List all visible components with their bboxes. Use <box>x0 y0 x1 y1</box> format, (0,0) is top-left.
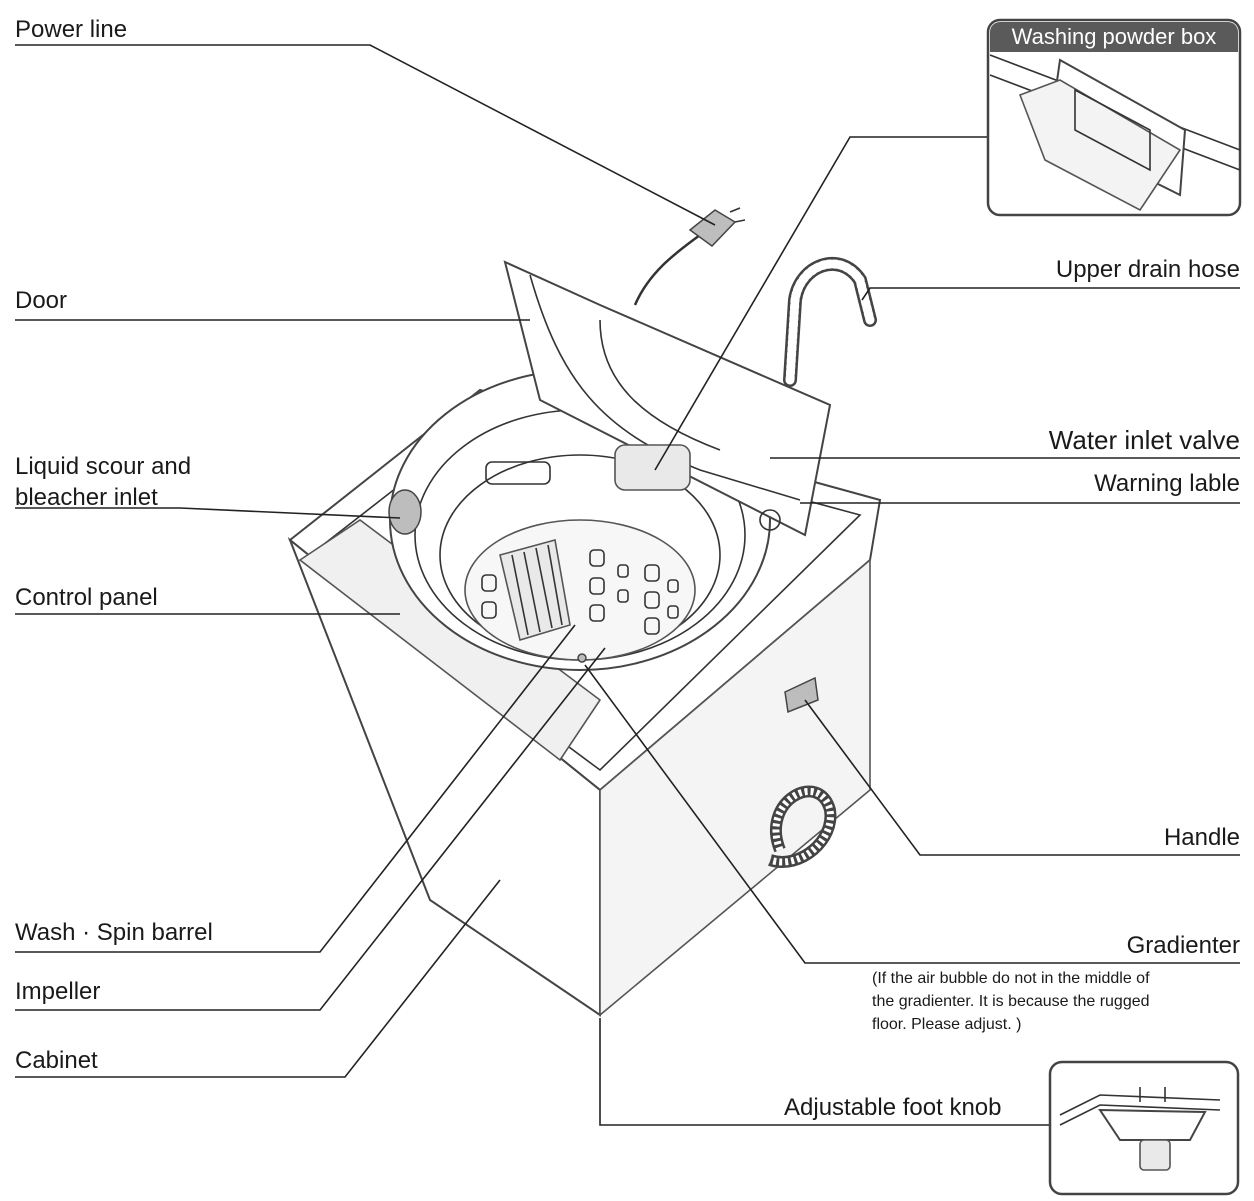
leader-lines <box>15 44 1240 1126</box>
power-plug-drawing <box>633 207 746 306</box>
leader-washing-powder-box <box>654 136 990 471</box>
label-liquid-scour-line2: bleacher inlet <box>15 484 158 511</box>
bottom-hose-drawing <box>768 785 837 868</box>
label-washing-powder-box: Washing powder box <box>990 22 1238 52</box>
washing-powder-box-inset <box>986 18 1242 217</box>
label-impeller: Impeller <box>15 978 101 1005</box>
label-door: Door <box>15 287 68 314</box>
control-panel-drawing <box>298 519 602 762</box>
door-drawing <box>503 260 832 537</box>
label-upper-drain-hose: Upper drain hose <box>1055 256 1240 283</box>
handle-drawing <box>784 676 819 714</box>
foot-knob-inset <box>1048 1060 1240 1196</box>
scour-inlet-drawing <box>388 489 422 535</box>
label-liquid-scour-line1: Liquid scour and <box>15 453 192 480</box>
label-cabinet: Cabinet <box>15 1047 98 1074</box>
leader-gradienter <box>584 664 1240 964</box>
label-power-line: Power line <box>15 16 128 43</box>
drain-hose-drawing <box>783 256 877 387</box>
label-adjustable-foot-knob: Adjustable foot knob <box>784 1094 1002 1121</box>
leader-impeller <box>15 647 606 1011</box>
gradienter-note-line1: (If the air bubble do not in the middle … <box>872 970 1150 987</box>
label-wash-spin-barrel: Wash · Spin barrel <box>15 919 213 946</box>
leader-adjustable-foot-knob <box>599 1018 1050 1126</box>
label-handle: Handle <box>1163 824 1240 851</box>
leader-liquid-scour <box>15 507 401 519</box>
leader-power-line <box>15 44 716 226</box>
leader-handle <box>804 699 1240 856</box>
leader-wash-spin-barrel <box>15 624 576 953</box>
leader-cabinet <box>15 879 501 1078</box>
leader-upper-drain-hose <box>861 287 1240 301</box>
gradienter-note-line2: the gradienter. It is because the rugged <box>872 993 1150 1010</box>
gradienter-note-line3: floor. Please adjust. ) <box>872 1016 1022 1033</box>
label-warning-lable: Warning lable <box>1094 470 1240 497</box>
label-gradienter: Gradienter <box>1126 932 1240 959</box>
label-water-inlet-valve: Water inlet valve <box>1048 425 1240 455</box>
label-control-panel: Control panel <box>15 584 158 611</box>
